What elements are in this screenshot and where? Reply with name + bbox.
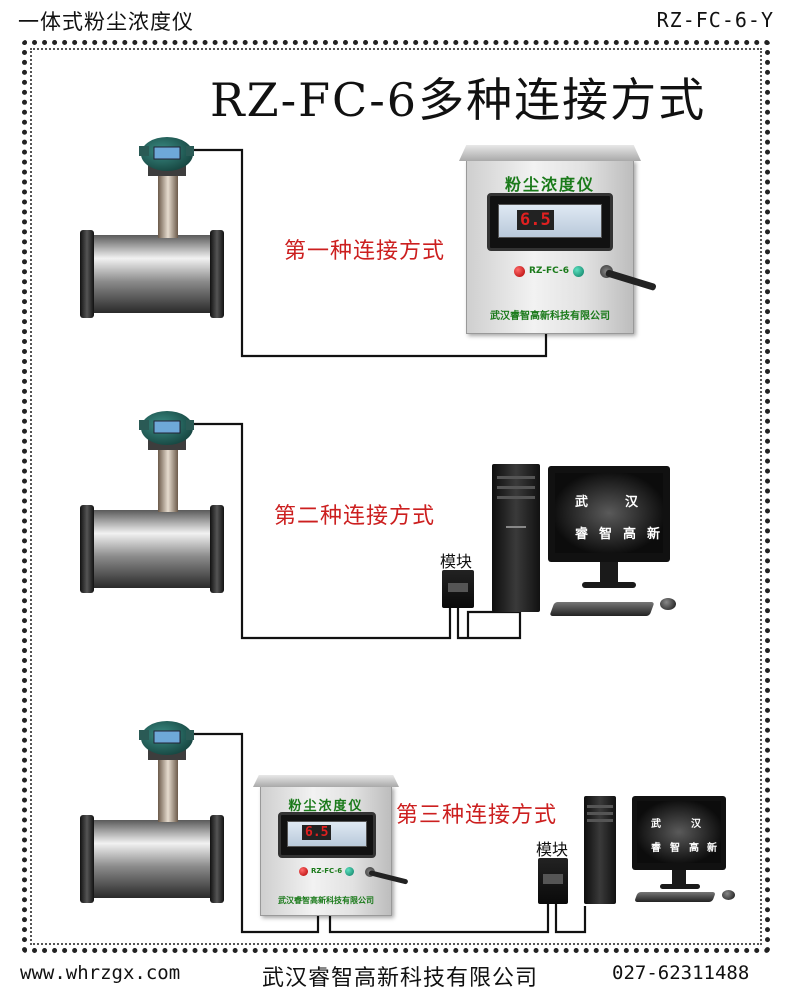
module-2 bbox=[442, 570, 474, 608]
monitor-char: 汉 bbox=[625, 495, 639, 510]
monitor-char: 智 bbox=[670, 843, 680, 854]
module-label-3: 模块 bbox=[536, 840, 569, 859]
mouse-icon bbox=[722, 890, 735, 900]
mouse-icon bbox=[660, 598, 676, 610]
monitor-char: 高 bbox=[689, 843, 699, 854]
pc-monitor-2: 武 汉 睿 智 高 新 bbox=[548, 466, 670, 562]
monitor-screen: 武 汉 睿 智 高 新 bbox=[637, 801, 721, 863]
monitor-char: 新 bbox=[707, 843, 717, 854]
cabinet-company: 武汉睿智高新科技有限公司 bbox=[278, 895, 374, 905]
cabinet-title: 粉尘浓度仪 bbox=[288, 799, 364, 814]
pc-monitor-3: 武 汉 睿 智 高 新 bbox=[632, 796, 726, 870]
display-value: 6.5 bbox=[302, 825, 332, 840]
keyboard-icon bbox=[634, 892, 716, 902]
monitor-screen: 武 汉 睿 智 高 新 bbox=[555, 473, 663, 553]
module-label-2: 模块 bbox=[440, 552, 473, 571]
green-button-icon[interactable] bbox=[573, 266, 584, 277]
diagram-title: RZ-FC-6多种连接方式 bbox=[210, 73, 707, 127]
header-model-code: RZ-FC-6-Y bbox=[656, 8, 774, 32]
method-label-third: 第三种连接方式 bbox=[396, 803, 558, 828]
red-button-icon[interactable] bbox=[514, 266, 525, 277]
display-panel: 6.5 bbox=[498, 204, 602, 238]
monitor-stand bbox=[600, 562, 618, 584]
monitor-char: 武 bbox=[575, 495, 589, 510]
display-value: 6.5 bbox=[517, 210, 554, 230]
cabinet-model: RZ-FC-6 bbox=[311, 867, 343, 875]
monitor-stand bbox=[672, 870, 686, 886]
monitor-char: 睿 bbox=[575, 527, 589, 542]
footer-phone: 027-62311488 bbox=[612, 962, 750, 984]
monitor-char: 汉 bbox=[691, 819, 701, 830]
module-3 bbox=[538, 858, 568, 904]
cabinet-window: 6.5 bbox=[487, 193, 613, 251]
method-label-second: 第二种连接方式 bbox=[274, 504, 436, 529]
cabinet-company: 武汉睿智高新科技有限公司 bbox=[490, 311, 610, 322]
monitor-char: 高 bbox=[623, 527, 637, 542]
monitor-char: 睿 bbox=[651, 843, 661, 854]
keyboard-icon bbox=[549, 602, 655, 616]
monitor-char: 武 bbox=[651, 819, 661, 830]
cabinet-roof bbox=[253, 775, 399, 787]
dotted-frame bbox=[22, 40, 770, 953]
monitor-char: 新 bbox=[647, 527, 661, 542]
cabinet-1: 粉尘浓度仪 6.5 RZ-FC-6 武汉睿智高新科技有限公司 bbox=[459, 145, 657, 334]
footer-company: 武汉睿智高新科技有限公司 bbox=[262, 966, 539, 991]
display-panel: 6.5 bbox=[287, 821, 367, 847]
red-button-icon[interactable] bbox=[299, 867, 308, 876]
header-product-name: 一体式粉尘浓度仪 bbox=[18, 10, 194, 34]
cabinet-3: 粉尘浓度仪 6.5 RZ-FC-6 武汉睿智高新科技有限公司 bbox=[253, 775, 409, 916]
green-button-icon[interactable] bbox=[345, 867, 354, 876]
pc-tower-2 bbox=[492, 464, 540, 612]
sensor-1 bbox=[80, 137, 224, 318]
wires bbox=[194, 148, 587, 934]
monitor-base bbox=[660, 884, 700, 889]
sensor-2 bbox=[80, 411, 224, 593]
method-label-first: 第一种连接方式 bbox=[284, 239, 446, 264]
cabinet-roof bbox=[459, 145, 641, 161]
cabinet-model: RZ-FC-6 bbox=[529, 266, 569, 276]
monitor-char: 智 bbox=[599, 527, 613, 542]
pc-tower-3 bbox=[584, 796, 616, 904]
cabinet-title: 粉尘浓度仪 bbox=[504, 175, 595, 194]
cabinet-window: 6.5 bbox=[278, 812, 376, 858]
monitor-base bbox=[582, 582, 636, 588]
sensor-3 bbox=[80, 721, 224, 903]
footer-website: www.whrzgx.com bbox=[20, 962, 181, 984]
